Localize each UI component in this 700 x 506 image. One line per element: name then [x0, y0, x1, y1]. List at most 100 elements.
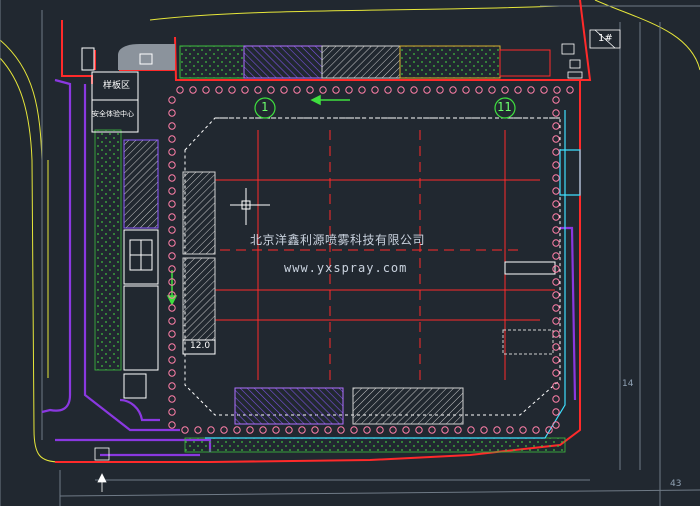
edge-label-43: 43: [670, 479, 682, 489]
tree-marker: [168, 96, 176, 104]
zone-sample-label: 样板区: [103, 81, 131, 91]
tree-marker: [168, 408, 176, 416]
top-zone-row: [179, 45, 551, 79]
tree-marker: [371, 86, 379, 94]
tree-marker: [552, 226, 560, 234]
tree-marker: [552, 135, 560, 143]
tree-marker: [410, 86, 418, 94]
tree-marker: [506, 426, 514, 434]
tree-marker: [168, 395, 176, 403]
tree-marker: [207, 426, 215, 434]
tree-marker: [168, 161, 176, 169]
gate-details: [561, 29, 621, 79]
tree-marker: [233, 426, 241, 434]
tree-marker: [552, 96, 560, 104]
tree-marker: [553, 86, 561, 94]
gate-label: 1#: [598, 33, 613, 44]
tree-marker: [552, 304, 560, 312]
tree-marker: [168, 278, 176, 286]
tree-marker: [306, 86, 314, 94]
tree-marker: [202, 86, 210, 94]
tree-marker: [259, 426, 267, 434]
tree-marker: [345, 86, 353, 94]
watermark-company: 北京洋鑫利源喷雾科技有限公司: [250, 233, 426, 247]
tree-marker: [254, 86, 262, 94]
axis-bubbles: [254, 97, 516, 119]
cursor-crosshair: [230, 188, 270, 225]
tree-marker: [358, 86, 366, 94]
tree-marker: [540, 86, 548, 94]
tree-marker: [415, 426, 423, 434]
tree-marker: [552, 239, 560, 247]
tree-marker: [168, 200, 176, 208]
tree-marker: [168, 226, 176, 234]
tree-marker: [552, 174, 560, 182]
tree-marker: [436, 86, 444, 94]
tree-marker: [493, 426, 501, 434]
tree-marker: [423, 86, 431, 94]
tree-marker: [519, 426, 527, 434]
zone-safety-label: 安全体验中心: [92, 110, 134, 118]
tree-marker: [350, 426, 358, 434]
tree-marker: [168, 239, 176, 247]
tree-marker: [552, 187, 560, 195]
tree-marker: [552, 122, 560, 130]
tree-marker: [267, 86, 275, 94]
axis-label-1: 1: [261, 100, 269, 114]
tree-marker: [246, 426, 254, 434]
tree-marker: [168, 252, 176, 260]
tree-marker: [402, 426, 410, 434]
tree-marker: [215, 86, 223, 94]
tree-marker: [552, 252, 560, 260]
tree-marker: [168, 356, 176, 364]
tree-marker: [552, 291, 560, 299]
tree-marker: [501, 86, 509, 94]
tree-marker: [428, 426, 436, 434]
axis-grid: [215, 130, 555, 380]
dimension-label: 12.0: [190, 341, 211, 351]
tree-marker: [168, 369, 176, 377]
tree-marker: [552, 330, 560, 338]
tree-marker: [462, 86, 470, 94]
tree-marker: [168, 187, 176, 195]
tree-marker: [168, 304, 176, 312]
tree-marker: [168, 330, 176, 338]
tree-marker: [552, 408, 560, 416]
tree-marker: [285, 426, 293, 434]
tree-marker: [168, 343, 176, 351]
tree-marker: [324, 426, 332, 434]
tree-marker: [454, 426, 462, 434]
watermark-url: www.yxspray.com: [284, 261, 408, 275]
tree-marker: [181, 426, 189, 434]
tree-marker: [480, 426, 488, 434]
tree-marker: [363, 426, 371, 434]
tree-marker: [241, 86, 249, 94]
tree-marker: [527, 86, 535, 94]
tree-marker: [168, 265, 176, 273]
tree-marker: [532, 426, 540, 434]
tree-marker: [397, 86, 405, 94]
inner-storage: [182, 171, 556, 425]
tree-marker: [384, 86, 392, 94]
tree-marker: [566, 86, 574, 94]
tree-marker: [552, 343, 560, 351]
tree-marker: [168, 122, 176, 130]
tree-marker: [298, 426, 306, 434]
tree-marker: [552, 265, 560, 273]
tree-marker: [552, 356, 560, 364]
tree-marker: [552, 369, 560, 377]
tree-marker: [176, 86, 184, 94]
tree-marker: [441, 426, 449, 434]
tree-marker: [488, 86, 496, 94]
tree-marker: [552, 161, 560, 169]
tree-marker: [389, 426, 397, 434]
tree-marker: [552, 213, 560, 221]
tree-marker: [272, 426, 280, 434]
tree-marker: [311, 426, 319, 434]
tree-marker: [168, 148, 176, 156]
tree-marker: [552, 382, 560, 390]
tree-marker: [168, 135, 176, 143]
tree-marker: [168, 109, 176, 117]
tree-marker: [319, 86, 327, 94]
